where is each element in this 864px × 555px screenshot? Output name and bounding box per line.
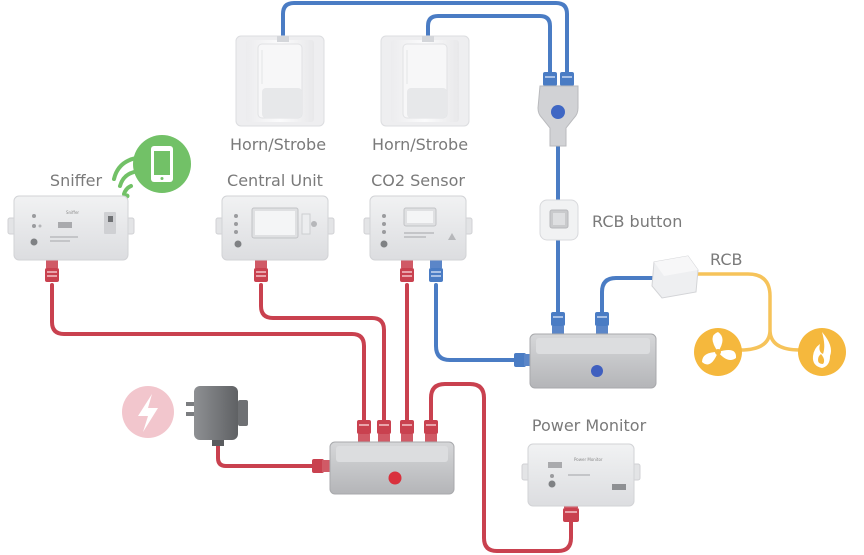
label-sniffer: Sniffer xyxy=(50,171,103,190)
lightning-icon xyxy=(122,386,174,438)
connector-hub-blue-1 xyxy=(551,312,565,335)
blue-cables xyxy=(281,1,658,362)
red-hub[interactable] xyxy=(329,441,455,495)
connector-co2-red xyxy=(400,258,414,282)
connector-hub-4 xyxy=(424,420,438,443)
phone-icon xyxy=(151,146,173,182)
label-rcb-button: RCB button xyxy=(592,212,682,231)
sniffer-device-text: Sniffer xyxy=(66,210,79,215)
connector-splitter-1 xyxy=(543,72,557,86)
label-co2-sensor: CO2 Sensor xyxy=(371,171,465,190)
cable-horn1-splitter xyxy=(281,1,569,74)
splitter-indicator xyxy=(551,105,565,119)
fan-icon xyxy=(694,328,742,376)
connectors-red xyxy=(45,258,579,522)
co2-sensor-device[interactable] xyxy=(363,195,473,261)
label-rcb: RCB xyxy=(710,250,742,269)
label-horn-strobe-2: Horn/Strobe xyxy=(372,135,468,154)
connector-hub-3 xyxy=(400,420,414,443)
cable-adapter-hub xyxy=(216,440,320,468)
label-central-unit: Central Unit xyxy=(227,171,323,190)
connector-hub-side xyxy=(312,459,330,473)
connector-hub-blue-side xyxy=(514,353,532,367)
sniffer-device[interactable]: Sniffer xyxy=(7,195,135,261)
yellow-cables xyxy=(692,272,802,352)
cable-rcb-loads xyxy=(692,272,802,352)
power-monitor-device[interactable]: Power Monitor xyxy=(521,443,641,507)
connector-hub-2 xyxy=(377,420,391,443)
cable-horn2-splitter xyxy=(426,14,552,74)
blue-hub[interactable] xyxy=(529,333,657,389)
connector-co2-blue xyxy=(429,258,443,282)
label-power-monitor: Power Monitor xyxy=(532,416,647,435)
wifi-icon xyxy=(112,156,138,199)
horn-strobe-1[interactable] xyxy=(235,35,325,127)
connector-central xyxy=(254,258,268,282)
splitter[interactable] xyxy=(537,85,579,147)
horn-strobe-2[interactable] xyxy=(380,35,470,127)
power-monitor-device-text: Power Monitor xyxy=(574,457,603,462)
connector-hub-blue-2 xyxy=(595,312,609,335)
connector-splitter-2 xyxy=(560,72,574,86)
red-hub-indicator xyxy=(388,471,402,485)
rcb-button[interactable] xyxy=(539,199,579,241)
label-horn-strobe-1: Horn/Strobe xyxy=(230,135,326,154)
cable-rcb-hub xyxy=(600,276,658,314)
blue-hub-indicator xyxy=(591,365,603,377)
rcb-box[interactable] xyxy=(651,255,699,299)
connectors-blue xyxy=(429,72,609,367)
cable-hub-powermonitor xyxy=(429,382,573,553)
connector-sniffer xyxy=(45,258,59,282)
cable-central-hub xyxy=(259,283,386,422)
flame-icon xyxy=(798,328,846,376)
power-adapter-icon[interactable] xyxy=(186,386,248,446)
cable-sniffer-hub xyxy=(50,283,366,422)
connector-hub-1 xyxy=(357,420,371,443)
central-unit-device[interactable] xyxy=(215,195,335,261)
phone-badge xyxy=(112,135,191,199)
red-cables xyxy=(50,283,573,553)
cable-co2-hub xyxy=(434,283,522,362)
